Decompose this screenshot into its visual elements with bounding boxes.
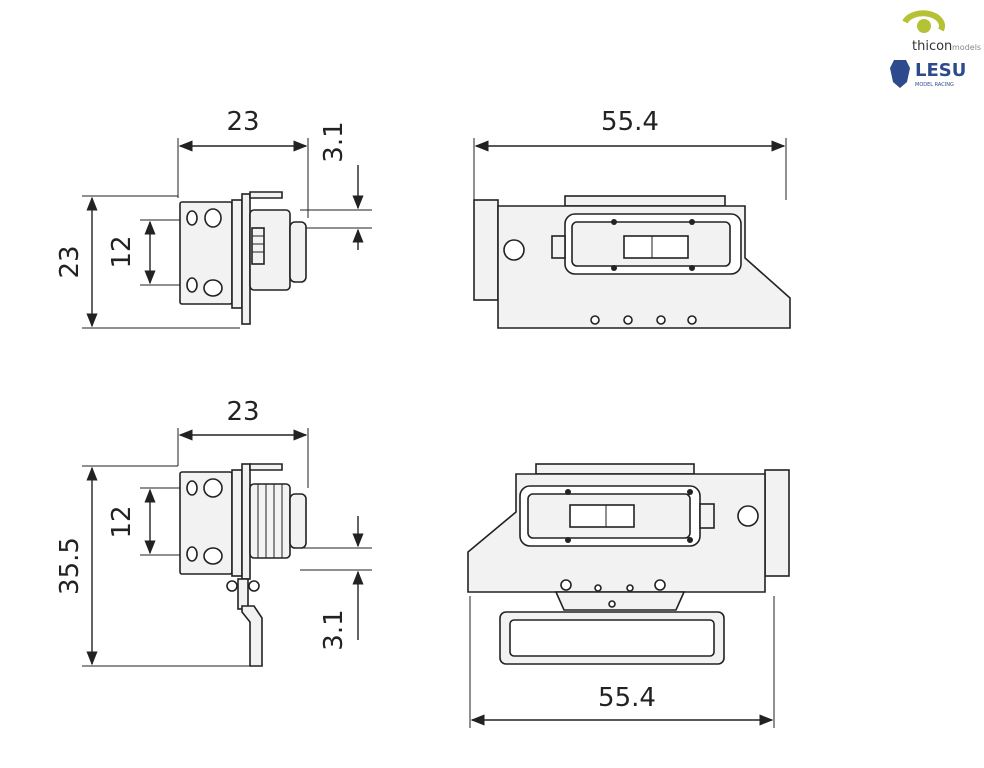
- top-right-view: [473, 138, 791, 329]
- dim-bottom-left-height: 35.5: [55, 537, 85, 595]
- lesu-logo-sub: MODEL RACING: [915, 82, 954, 88]
- lesu-logo-text: LESU: [915, 60, 966, 81]
- dim-top-left-inner: 12: [107, 235, 137, 268]
- thicon-logo-sub: models: [952, 43, 981, 52]
- top-left-view: [82, 138, 372, 329]
- dim-top-left-offset: 3.1: [319, 121, 349, 162]
- dim-bottom-right-width: 55.4: [598, 683, 656, 713]
- dim-bottom-left-offset: 3.1: [319, 609, 349, 650]
- dim-bottom-left-inner: 12: [107, 505, 137, 538]
- dim-top-right-width: 55.4: [601, 107, 659, 137]
- dim-bottom-left-width: 23: [226, 397, 259, 427]
- thicon-logo-text: thicon: [912, 39, 952, 54]
- thicon-logo: thicon models: [902, 10, 981, 54]
- bottom-left-view: [82, 428, 372, 667]
- lesu-logo: LESU MODEL RACING: [890, 60, 966, 88]
- bottom-right-view: [467, 463, 790, 728]
- dim-top-left-width: 23: [226, 107, 259, 137]
- dim-top-left-height: 23: [55, 245, 85, 278]
